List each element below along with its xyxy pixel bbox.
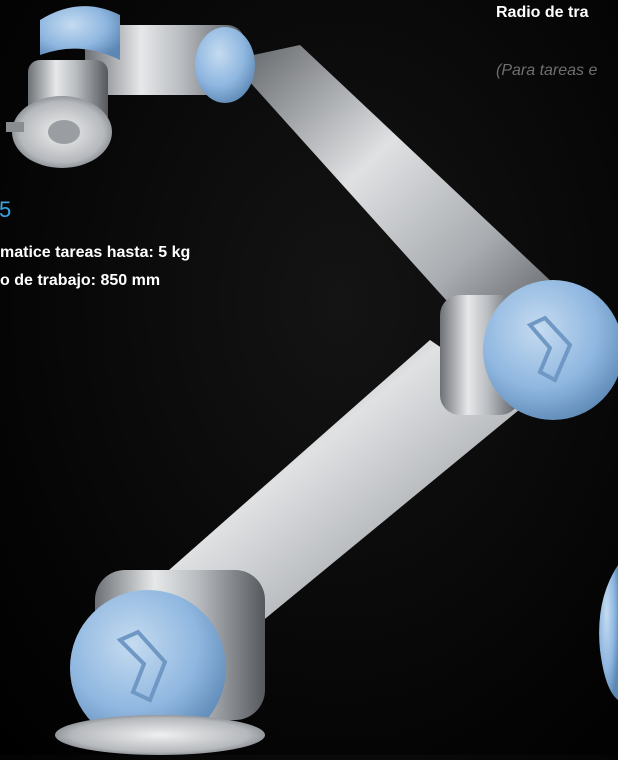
second-robot-cap xyxy=(599,565,618,700)
ur-logo-icon xyxy=(526,315,573,383)
payload-spec: matice tareas hasta: 5 kg xyxy=(0,244,191,261)
upper-arm-tube xyxy=(230,45,555,360)
base-plate xyxy=(55,715,265,755)
tool-pin xyxy=(6,122,24,132)
reach-spec: o de trabajo: 850 mm xyxy=(0,272,161,289)
wrist-cap-top xyxy=(195,27,255,103)
tool-flange-center xyxy=(48,120,80,144)
task-note: (Para tareas e xyxy=(496,62,598,79)
base-cap xyxy=(70,590,226,746)
model-number: 5 xyxy=(0,197,12,222)
reach-title: Radio de tra xyxy=(496,4,589,21)
wrist-cap-left xyxy=(40,6,120,61)
base-ur-logo-icon xyxy=(116,629,168,703)
